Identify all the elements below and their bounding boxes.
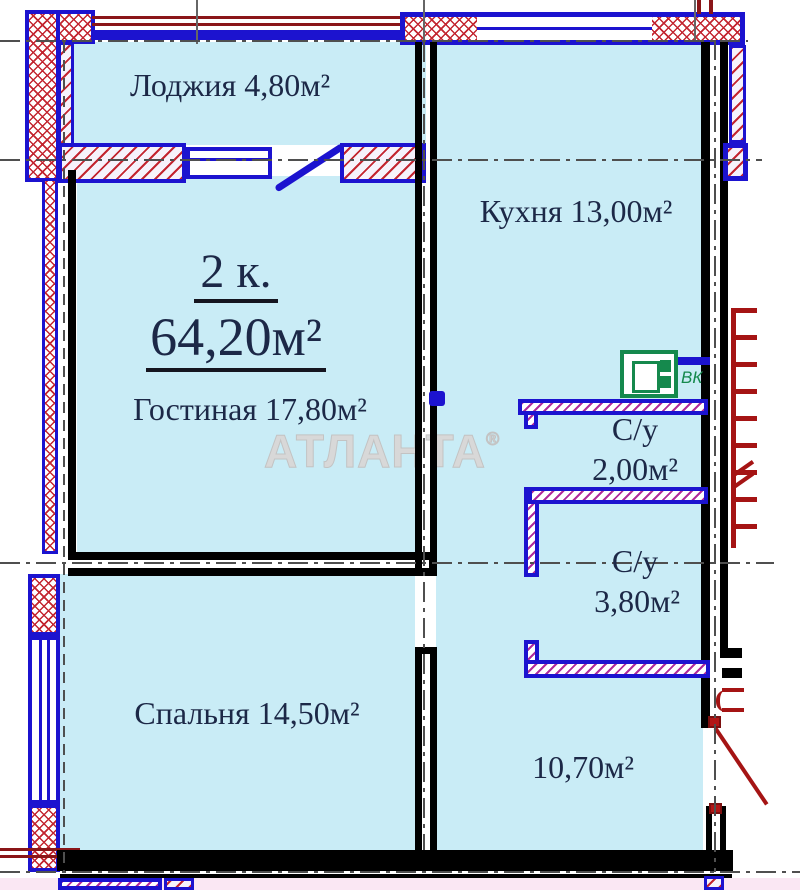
label-bath-small-area: 2,00м² (592, 451, 678, 487)
label-bath-small-name: С/у (611, 411, 659, 447)
neighbor-hatch-block (164, 878, 194, 890)
wall-loggia-sill-right (340, 143, 426, 183)
wall-loggia-top-outer (92, 16, 402, 26)
label-living: Гостиная 17,80м² (133, 391, 367, 427)
label-loggia: Лоджия 4,80м² (129, 67, 331, 103)
wall-kitchen-top-hatch-left (405, 17, 477, 40)
plan-title-area: 64,20м² (62, 306, 410, 372)
balcony-strip-right (729, 45, 746, 143)
room-bedroom (58, 574, 415, 850)
partition-bath2-bottom (524, 660, 710, 678)
wall-central-right-upper (430, 42, 437, 573)
riser-pipe-1 (697, 0, 701, 14)
axis-central (423, 42, 425, 850)
wall-bottom-thin (60, 874, 732, 878)
axis-top (0, 40, 748, 42)
wall-central-left-lower (415, 647, 422, 850)
entrance-arrow (713, 727, 769, 806)
axis-stub-1 (196, 0, 198, 44)
wall-central-left-upper (415, 42, 422, 573)
wall-right-bottom-b (720, 806, 726, 850)
wall-top-left-corner-v (25, 10, 60, 182)
neighbor-apartment-strip (0, 878, 800, 890)
pilaster-right (723, 143, 748, 181)
junction-box (429, 391, 445, 406)
wall-right-inner (701, 42, 710, 658)
ladder-hook-bar-b (722, 708, 744, 712)
room-loggia (58, 42, 426, 145)
vent-shaft-icon (620, 350, 678, 398)
ladder-hook-bar-a (722, 688, 744, 692)
wall-right-tab-upper (722, 648, 742, 658)
wall-loggia-sill-left (58, 143, 186, 183)
label-bath-large-area: 3,80м² (594, 583, 680, 619)
partition-bath2 (528, 487, 708, 504)
wall-right-inner-mid (701, 658, 710, 728)
axis-bottom (0, 871, 800, 873)
registered-mark-icon: ® (486, 429, 501, 450)
room-living (77, 176, 415, 554)
axis-left-dashed (63, 42, 65, 872)
room-kitchen-baths-hall (436, 42, 703, 850)
axis-stub-3 (694, 0, 696, 42)
wall-divider-top (68, 552, 437, 560)
riser-pipe-2 (709, 0, 713, 14)
label-bedroom: Спальня 14,50м² (134, 695, 360, 731)
axis-right (714, 40, 716, 872)
wall-bedroom-left-top (28, 574, 60, 636)
label-hallway-area: 10,70м² (532, 749, 634, 785)
neighbor-partition (58, 878, 162, 890)
watermark: АТЛАНТА® (263, 425, 501, 478)
wall-central-right-lower (430, 647, 437, 850)
ladder-hook-icon (716, 690, 726, 712)
fire-ladder-icon (731, 308, 757, 548)
wall-divider-bottom (68, 568, 437, 576)
wall-right-bottom-a (706, 806, 712, 850)
window-bedroom (28, 636, 60, 804)
vent-connector (672, 357, 710, 365)
wall-kitchen-top-hatch-right (652, 17, 740, 40)
plan-title-rooms: 2 к. (62, 244, 410, 303)
neighbor-box-right (704, 876, 724, 890)
label-kitchen: Кухня 13,00м² (479, 193, 673, 229)
axis-loggia-sill (0, 159, 762, 161)
wall-living-left-inner (68, 170, 76, 554)
wall-right-outer (720, 42, 728, 658)
wall-bedroom-left-bottom (28, 804, 60, 872)
wall-bottom (57, 850, 733, 871)
wall-right-tab-lower (722, 668, 742, 678)
label-vent: ВК (681, 368, 703, 387)
window-loggia (186, 147, 272, 179)
axis-divider (0, 562, 774, 564)
wall-divider-cap (429, 552, 437, 576)
wall-loggia-top-inner (92, 30, 415, 40)
window-kitchen (477, 17, 652, 40)
label-bath-large-name: С/у (611, 543, 659, 579)
wall-living-left-strip (42, 178, 58, 554)
axis-stub-2 (423, 0, 425, 42)
partition-bath1 (518, 399, 708, 415)
wall-central-lower-cap (415, 647, 437, 654)
wall-neighbor-left (0, 848, 80, 858)
